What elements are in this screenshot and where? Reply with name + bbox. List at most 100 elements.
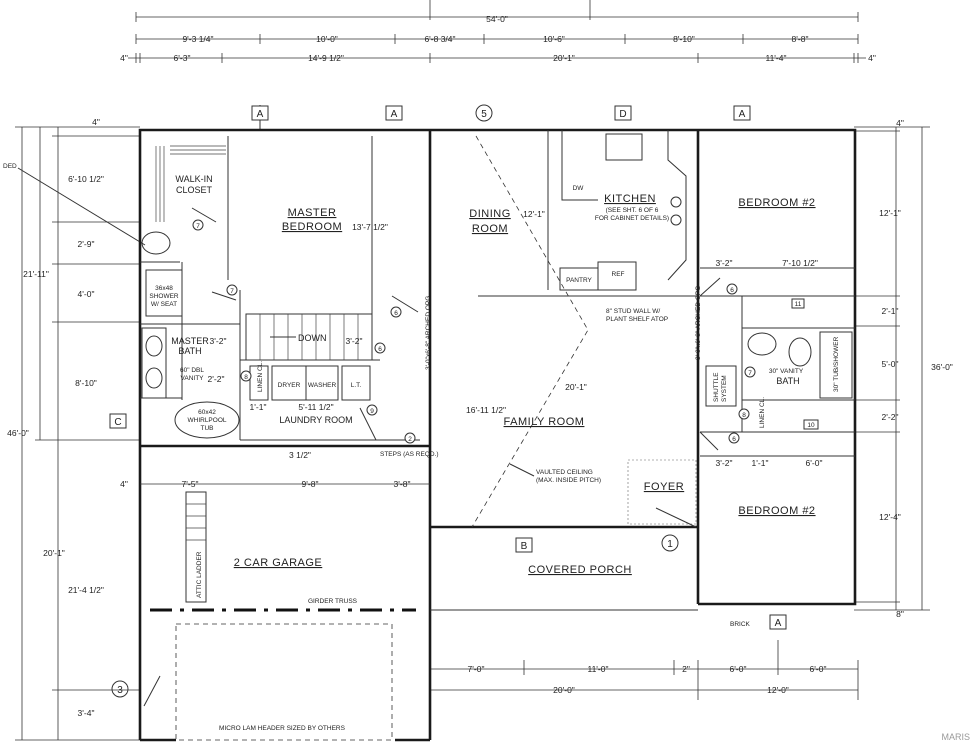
label-ded: DED [3, 163, 17, 170]
room-dining-2: ROOM [472, 223, 508, 235]
dim-left-outer-1: 21'-11" [23, 269, 49, 279]
dim-bottom-2-2: 12'-0" [767, 685, 789, 695]
callout-1a: 7 [196, 223, 200, 230]
top-dimensions: 54'-0" 9'-3 1/4" 10'-0" 6'-8 3/4" 10'-6"… [120, 0, 876, 63]
room-garage: 2 CAR GARAGE [234, 557, 323, 569]
dim-left-inner-2: 6'-10 1/2" [68, 174, 104, 184]
dim-top-2-4: 10'-6" [543, 34, 565, 44]
label-stud-wall-1: 8" STUD WALL W/ [606, 308, 660, 315]
dim-bottom-1-3: 2" [682, 664, 690, 674]
dim-top-3-2: 6'-3" [174, 53, 191, 63]
dim-steps-gap: 3 1/2" [289, 450, 311, 460]
dim-bottom-1-2: 11'-0" [587, 664, 608, 674]
callout-2: 2 [408, 436, 412, 443]
laundry-fixtures [249, 365, 371, 401]
dim-top-2-1: 9'-3 1/4" [182, 34, 213, 44]
label-dw: DW [573, 185, 585, 192]
dim-dining-height: 12'-1" [523, 209, 545, 219]
dim-bed-bot-2: 1'-1" [752, 458, 769, 468]
label-vanity-bath: 30" VANITY [769, 368, 804, 375]
label-arched-1: 3'-0"x6'-8" ARCHED OPG [425, 296, 432, 370]
dim-left-outer-2: 46'-0" [7, 428, 29, 438]
dim-right-inner-7: 8" [896, 609, 904, 619]
dim-bath-2-2: 2'-2" [208, 374, 225, 384]
callout-9: 9 [370, 408, 374, 415]
vaulted-ceiling-lines [471, 135, 589, 528]
dim-left-outer-3: 20'-1" [43, 548, 65, 558]
dim-right-inner-2: 12'-1" [879, 208, 901, 218]
dim-top-2-2: 10'-0" [316, 34, 338, 44]
foyer-tile [627, 459, 697, 525]
section-tag-a1: A [257, 109, 264, 120]
label-shuttle-1: SHUTTLE [713, 372, 720, 402]
dim-right-inner-3: 2'-1" [882, 306, 899, 316]
room-porch: COVERED PORCH [528, 564, 632, 576]
dim-laundry-left: 1'-1" [250, 402, 267, 412]
dim-bed-bot-1: 3'-2" [716, 458, 733, 468]
room-bedroom-bottom: BEDROOM #2 [738, 505, 815, 517]
room-laundry: LAUNDRY ROOM [279, 415, 352, 425]
section-tag-a3: A [739, 109, 746, 120]
label-shuttle-2: SYSTEM [721, 375, 728, 402]
kitchen-note-1: (SEE SHT. 6 OF 6 [606, 207, 659, 214]
dim-bed-bot-3: 6'-0" [806, 458, 823, 468]
dim-overall-width: 54'-0" [486, 14, 508, 24]
label-washer: WASHER [308, 382, 337, 389]
label-pantry: PANTRY [566, 277, 592, 284]
dim-bottom-1-5: 6'-0" [810, 664, 827, 674]
dim-master-height: 13'-7 1/2" [352, 222, 388, 232]
stairs-down-label: DOWN [298, 333, 327, 343]
label-linen-2: LINEN CL. [759, 397, 766, 428]
kitchen-cabinets [559, 130, 687, 291]
label-whirlpool-2: WHIRLPOOL [187, 417, 226, 424]
dim-top-3-5: 11'-4" [765, 53, 786, 63]
label-attic-ladder: ATTIC LADDER [196, 551, 203, 598]
label-shower-3: W/ SEAT [151, 301, 177, 308]
label-stud-wall-2: PLANT SHELF ATOP [606, 316, 668, 323]
closet-shelving [155, 145, 226, 222]
dim-left-inner-5: 8'-10" [75, 378, 97, 388]
label-vanity-master-1: 60" DBL [180, 367, 204, 374]
stairs: DOWN [245, 313, 373, 361]
section-tag-5: 5 [481, 109, 487, 120]
walls [138, 128, 857, 742]
dim-bottom-1-4: 6'-0" [730, 664, 747, 674]
dim-right-inner-4: 5'-0" [882, 359, 899, 369]
room-master-bath-2: BATH [178, 346, 201, 356]
section-tag-d: D [619, 109, 626, 120]
section-tag-b: B [521, 541, 528, 552]
dim-left-inner-7: 3'-4" [78, 708, 95, 718]
label-steps: STEPS (AS REQD.) [380, 451, 439, 458]
dim-right-inner-5: 2'-2" [882, 412, 899, 422]
room-dining-1: DINING [469, 208, 511, 220]
garage-features [150, 491, 416, 741]
master-bath-fixtures [141, 231, 240, 439]
callout-6d: 6 [732, 436, 736, 443]
right-dimensions: 4" 12'-1" 2'-1" 5'-0" 2'-2" 12'-4" 8" 36… [854, 118, 953, 619]
dim-laundry-width: 5'-11 1/2" [298, 402, 333, 412]
label-vaulted-2: (MAX. INSIDE PITCH) [536, 477, 601, 484]
interior-dimensions: 3'-2" 3'-2" 2'-2" 1'-1" 5'-11 1/2" 3 1/2… [120, 258, 822, 489]
fixture-labels: DRYER WASHER L.T. LINEN CL. LINEN CL. 36… [149, 285, 840, 732]
dim-left-inner-4: 4'-0" [78, 289, 95, 299]
room-labels: MASTER BEDROOM 13'-7 1/2" WALK-IN CLOSET… [171, 174, 815, 576]
section-tag-3: 3 [117, 685, 123, 696]
room-master-1: MASTER [288, 207, 337, 219]
dim-right-outer: 36'-0" [931, 362, 953, 372]
label-shower-1: 36x48 [155, 285, 173, 292]
door-callouts: 7 7 6 6 8 9 2 6 11 7 8 10 6 [192, 219, 819, 444]
room-foyer: FOYER [644, 481, 684, 493]
section-tag-a2: A [391, 109, 398, 120]
dim-bed-top-2: 7'-10 1/2" [782, 258, 818, 268]
callout-6c: 6 [730, 287, 734, 294]
dim-left-inner-1: 4" [92, 117, 100, 127]
bottom-dimensions: 7'-0" 11'-0" 2" 6'-0" 6'-0" 20'-0" 12'-0… [429, 640, 859, 700]
room-bath: BATH [776, 376, 799, 386]
bath-fixtures [705, 331, 853, 407]
dim-stair-right: 3'-2" [346, 336, 363, 346]
label-shower-2: SHOWER [149, 293, 179, 300]
dim-garage-1: 4" [120, 479, 128, 489]
callout-8b: 8 [742, 412, 746, 419]
section-tag-c: C [114, 417, 121, 428]
label-vanity-master-2: VANITY [181, 375, 205, 382]
